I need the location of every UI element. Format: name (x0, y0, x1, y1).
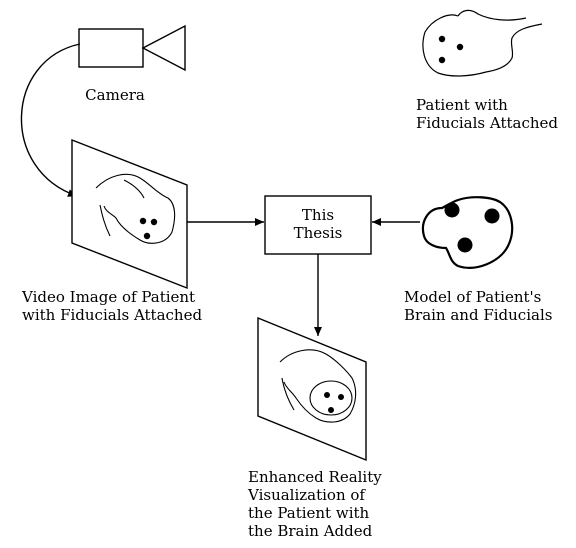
video-label: Video Image of Patient with Fiducials At… (22, 288, 202, 324)
camera-label: Camera (70, 86, 160, 104)
result-label-line-1: Enhanced Reality (248, 468, 382, 486)
process-box (264, 195, 372, 255)
video-label-line-2: with Fiducials Attached (22, 306, 203, 324)
video-label-line-1: Video Image of Patient (22, 288, 196, 306)
video-fiducial-dots (139, 217, 158, 240)
model-label-line-1: Model of Patient's (404, 288, 542, 306)
camera-icon (78, 24, 186, 72)
video-head-sketch (95, 173, 176, 244)
result-label: Enhanced Reality Visualization of the Pa… (248, 468, 382, 540)
brain-model-icon (421, 196, 514, 269)
camera-label-line-1: Camera (85, 86, 145, 104)
patient-label: Patient with Fiducials Attached (416, 96, 558, 132)
model-label: Model of Patient's Brain and Fiducials (404, 288, 552, 324)
result-label-line-3: the Patient with (248, 504, 370, 522)
result-fiducial-dots (324, 392, 344, 413)
result-label-line-2: Visualization of (248, 486, 365, 504)
camera-to-video-arrow (20, 43, 81, 197)
patient-head-icon (422, 9, 543, 77)
result-head-sketch (279, 349, 357, 423)
model-label-line-2: Brain and Fiducials (404, 306, 553, 324)
video-frame (71, 138, 188, 290)
patient-label-line-1: Patient with (416, 96, 508, 114)
process-label: This Thesis (265, 206, 371, 242)
patient-label-line-2: Fiducials Attached (416, 114, 558, 132)
process-label-line-2: Thesis (293, 224, 343, 242)
result-frame (257, 316, 367, 462)
patient-fiducial-dots (438, 35, 464, 64)
result-label-line-4: the Brain Added (248, 522, 373, 540)
process-label-line-1: This (301, 206, 335, 224)
